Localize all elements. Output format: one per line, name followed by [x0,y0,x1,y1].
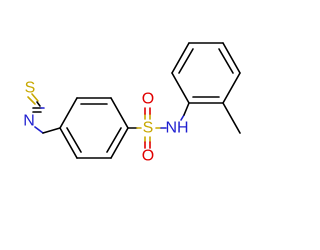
ring2-bond-2 [171,42,190,74]
ring1-bond-4 [110,127,129,159]
bond-n-ring2-a [180,114,185,121]
chemical-structure: S N S O O NH [23,42,241,165]
ring2-double-2 [218,48,234,74]
atom-o-top: O [142,91,154,108]
ring2-bond-5 [222,72,241,104]
structure-diagram: S N S O O NH [23,42,241,165]
ring2-double-1 [178,48,194,74]
atom-s-thiocarbonyl: S [25,80,36,97]
ring1-bond-3 [110,97,129,129]
bond-n-ring-2 [42,127,61,134]
ring1-bond-1 [59,97,78,129]
ring1-bond-6 [59,127,78,159]
bond-c [36,101,41,107]
ring1-double-2 [106,127,122,153]
bond-s-c [31,93,39,102]
ring1-double-3 [66,127,82,153]
bond-n-ring [34,126,44,134]
bond-methyl [222,102,241,134]
ring2-bond-4 [222,42,241,74]
bond-n-ring2-b [183,102,190,116]
bond-s-c-double [27,96,36,105]
atom-o-bottom: O [142,148,154,165]
atom-n-isothiocyanate: N [23,113,35,130]
atom-s-sulfonyl: S [143,120,154,137]
ring2-bond-1 [171,72,190,104]
atom-nh-amide: NH [165,120,188,137]
